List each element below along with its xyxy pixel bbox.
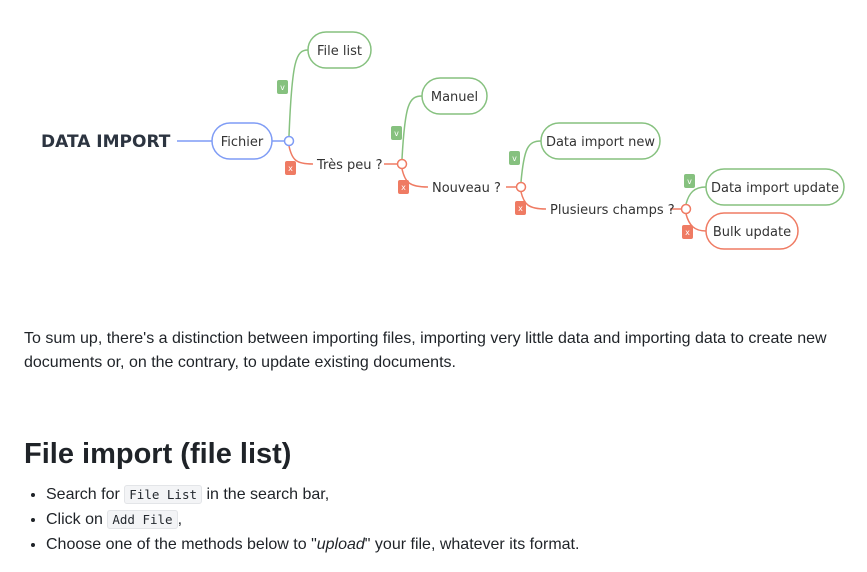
node-bulk-update-label: Bulk update — [713, 225, 791, 240]
step-click-add-file: Click on Add File, — [46, 507, 579, 532]
connector-plusieurs-champs — [520, 191, 547, 210]
node-data-import-new-label: Data import new — [546, 135, 655, 150]
node-file-list-label: File list — [317, 44, 362, 59]
node-manuel: Manuel — [421, 77, 488, 115]
upload-emphasis: upload — [316, 536, 365, 553]
mindmap-root-title: DATA IMPORT — [41, 132, 171, 152]
yes-badge-file-list: v — [277, 80, 288, 94]
node-nouveau-label: Nouveau ? — [432, 181, 501, 196]
svg-text:x: x — [401, 183, 406, 192]
node-fichier-label: Fichier — [221, 135, 264, 150]
connector-data-import-new — [520, 140, 542, 183]
file-import-heading: File import (file list) — [24, 438, 292, 470]
connector-manuel — [401, 95, 423, 160]
svg-text:x: x — [685, 228, 690, 237]
junction-fichier — [283, 135, 295, 147]
no-badge-bulk-update: x — [682, 225, 693, 239]
connector-data-import-update — [685, 186, 707, 205]
connector-tres-peu — [288, 145, 314, 165]
node-tres-peu-label: Très peu ? — [316, 158, 383, 173]
node-data-import-update-label: Data import update — [711, 181, 839, 196]
svg-text:x: x — [518, 204, 523, 213]
node-data-import-update: Data import update — [705, 168, 845, 206]
svg-text:x: x — [288, 164, 293, 173]
summary-paragraph: To sum up, there's a distinction between… — [24, 330, 827, 371]
svg-text:v: v — [687, 177, 692, 186]
connector-file-list — [288, 49, 309, 137]
node-bulk-update: Bulk update — [705, 212, 799, 250]
yes-badge-data-import-update: v — [684, 174, 695, 188]
no-badge-plusieurs-champs: x — [515, 201, 526, 215]
step-choose-method: Choose one of the methods below to "uplo… — [46, 532, 579, 557]
add-file-code: Add File — [107, 510, 178, 529]
node-fichier: Fichier — [211, 122, 273, 160]
node-plusieurs-champs-label: Plusieurs champs ? — [550, 203, 675, 218]
file-list-code: File List — [124, 485, 202, 504]
yes-badge-manuel: v — [391, 126, 402, 140]
svg-text:v: v — [512, 154, 517, 163]
no-badge-nouveau: x — [398, 180, 409, 194]
junction-nouveau — [515, 181, 527, 193]
file-import-steps: Search for File List in the search bar, … — [24, 482, 579, 557]
yes-badge-data-import-new: v — [509, 151, 520, 165]
svg-text:v: v — [394, 129, 399, 138]
svg-text:v: v — [280, 83, 285, 92]
node-data-import-new: Data import new — [540, 122, 661, 160]
junction-plusieurs-champs — [680, 203, 692, 215]
node-file-list: File list — [307, 31, 372, 69]
node-manuel-label: Manuel — [431, 90, 478, 105]
data-import-mindmap: DATA IMPORT Fichier File list Très peu ?… — [41, 31, 845, 250]
step-search: Search for File List in the search bar, — [46, 482, 579, 507]
no-badge-tres-peu: x — [285, 161, 296, 175]
junction-tres-peu — [396, 158, 408, 170]
